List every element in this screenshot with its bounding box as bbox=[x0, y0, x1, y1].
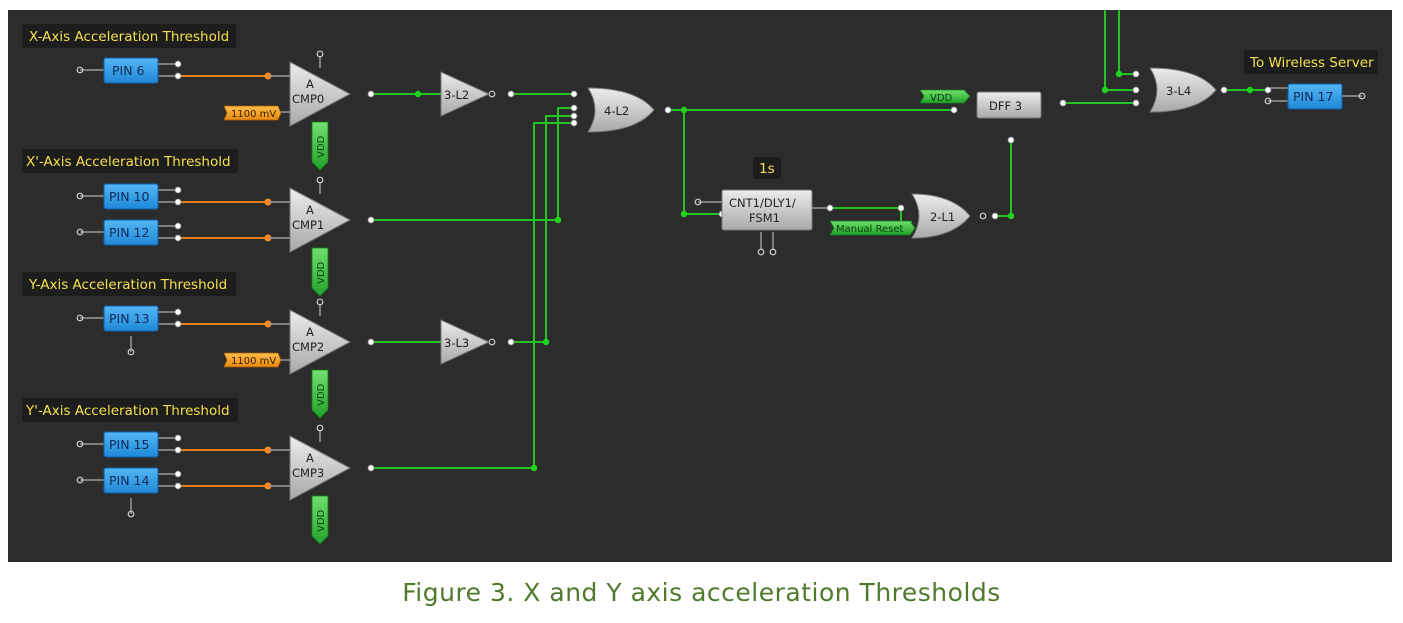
svg-text:PIN 15: PIN 15 bbox=[109, 437, 149, 452]
svg-text:CMP1: CMP1 bbox=[292, 218, 324, 232]
svg-text:3-L3: 3-L3 bbox=[444, 336, 469, 350]
pin-12[interactable]: PIN 12 bbox=[103, 219, 159, 246]
vdd-tag-cmp2: VDD bbox=[311, 369, 329, 419]
counter-cnt1-dly1-fsm1[interactable]: CNT1/DLY1/ FSM1 bbox=[721, 189, 813, 231]
xp-threshold-label: X'-Axis Acceleration Threshold bbox=[22, 149, 238, 173]
svg-text:CMP0: CMP0 bbox=[292, 92, 324, 106]
svg-text:A: A bbox=[306, 77, 314, 91]
svg-text:DFF 3: DFF 3 bbox=[989, 99, 1022, 113]
svg-text:CNT1/DLY1/: CNT1/DLY1/ bbox=[729, 196, 796, 210]
dff-3[interactable]: DFF 3 bbox=[976, 91, 1042, 119]
svg-text:2-L1: 2-L1 bbox=[930, 210, 955, 224]
svg-text:VDD: VDD bbox=[316, 135, 327, 158]
svg-text:PIN 6: PIN 6 bbox=[112, 63, 145, 78]
orange-wires bbox=[178, 75, 268, 487]
grey-short-wires bbox=[80, 56, 1362, 514]
vdd-tag-dff: VDD bbox=[919, 89, 971, 104]
gate-3-l2[interactable]: 3-L2 bbox=[440, 71, 491, 117]
x-threshold-label: X-Axis Acceleration Threshold bbox=[22, 24, 236, 48]
vdd-tag-cmp1: VDD bbox=[311, 247, 329, 297]
svg-text:A: A bbox=[306, 451, 314, 465]
svg-text:VDD: VDD bbox=[316, 261, 327, 284]
vdd-tag-cmp3: VDD bbox=[311, 495, 329, 545]
pin-15[interactable]: PIN 15 bbox=[103, 431, 159, 458]
manual-reset-tag: Manual Reset bbox=[829, 220, 916, 236]
svg-text:3-L2: 3-L2 bbox=[444, 88, 469, 102]
svg-text:A: A bbox=[306, 325, 314, 339]
pin-17[interactable]: PIN 17 bbox=[1287, 83, 1343, 110]
svg-text:PIN 13: PIN 13 bbox=[109, 311, 149, 326]
svg-text:VDD: VDD bbox=[316, 383, 327, 406]
svg-text:Manual Reset: Manual Reset bbox=[836, 224, 904, 235]
y-threshold-label: Y-Axis Acceleration Threshold bbox=[22, 272, 236, 296]
green-wires bbox=[371, 10, 1268, 469]
schematic-diagram: X-Axis Acceleration Threshold X'-Axis Ac… bbox=[22, 10, 1378, 545]
svg-text:PIN 12: PIN 12 bbox=[109, 225, 149, 240]
yp-threshold-label: Y'-Axis Acceleration Threshold bbox=[22, 398, 238, 422]
svg-text:A: A bbox=[306, 203, 314, 217]
delay-time-label: 1s bbox=[753, 157, 781, 179]
gate-3-l4[interactable]: 3-L4 bbox=[1149, 67, 1217, 113]
comparator-cmp3[interactable]: A CMP3 bbox=[289, 435, 352, 501]
open-terminals bbox=[76, 50, 1366, 518]
svg-text:1100 mV: 1100 mV bbox=[231, 356, 276, 367]
svg-text:VDD: VDD bbox=[930, 93, 953, 104]
svg-text:PIN 14: PIN 14 bbox=[109, 473, 150, 488]
pin-10[interactable]: PIN 10 bbox=[103, 183, 159, 210]
svg-text:CMP3: CMP3 bbox=[292, 466, 324, 480]
pin-6[interactable]: PIN 6 bbox=[103, 57, 159, 84]
svg-text:X-Axis Acceleration Threshold: X-Axis Acceleration Threshold bbox=[29, 29, 229, 45]
svg-text:CMP2: CMP2 bbox=[292, 340, 324, 354]
pin-13[interactable]: PIN 13 bbox=[103, 305, 159, 332]
gate-4-l2[interactable]: 4-L2 bbox=[587, 87, 655, 133]
svg-text:FSM1: FSM1 bbox=[749, 211, 780, 225]
svg-text:X'-Axis Acceleration Threshold: X'-Axis Acceleration Threshold bbox=[26, 154, 231, 170]
svg-text:VDD: VDD bbox=[316, 509, 327, 532]
svg-text:3-L4: 3-L4 bbox=[1166, 84, 1191, 98]
svg-text:Y-Axis Acceleration Threshold: Y-Axis Acceleration Threshold bbox=[28, 277, 227, 293]
svg-text:1s: 1s bbox=[759, 161, 775, 177]
pin-14[interactable]: PIN 14 bbox=[103, 467, 159, 494]
connection-dots bbox=[174, 60, 1272, 490]
comparator-cmp2[interactable]: A CMP2 bbox=[289, 309, 352, 375]
orange-wire-dots bbox=[264, 72, 272, 490]
ref-voltage-tag-cmp0: 1100 mV bbox=[223, 105, 282, 121]
svg-text:4-L2: 4-L2 bbox=[604, 104, 629, 118]
green-junction-dots bbox=[414, 70, 1254, 472]
svg-text:PIN 10: PIN 10 bbox=[109, 189, 150, 204]
gate-2-l1[interactable]: 2-L1 bbox=[911, 193, 971, 239]
svg-text:1100 mV: 1100 mV bbox=[231, 109, 276, 120]
ref-voltage-tag-cmp2: 1100 mV bbox=[223, 352, 282, 368]
gate-3-l3[interactable]: 3-L3 bbox=[440, 319, 491, 365]
svg-text:Y'-Axis Acceleration Threshold: Y'-Axis Acceleration Threshold bbox=[25, 403, 230, 419]
vdd-tag-cmp0: VDD bbox=[311, 121, 329, 171]
svg-text:To Wireless Server: To Wireless Server bbox=[1249, 55, 1374, 71]
svg-text:PIN 17: PIN 17 bbox=[1293, 89, 1333, 104]
comparator-cmp0[interactable]: A CMP0 bbox=[289, 61, 352, 127]
figure-caption: Figure 3. X and Y axis acceleration Thre… bbox=[402, 578, 1001, 607]
comparator-cmp1[interactable]: A CMP1 bbox=[289, 187, 352, 253]
wireless-label: To Wireless Server bbox=[1244, 50, 1378, 74]
